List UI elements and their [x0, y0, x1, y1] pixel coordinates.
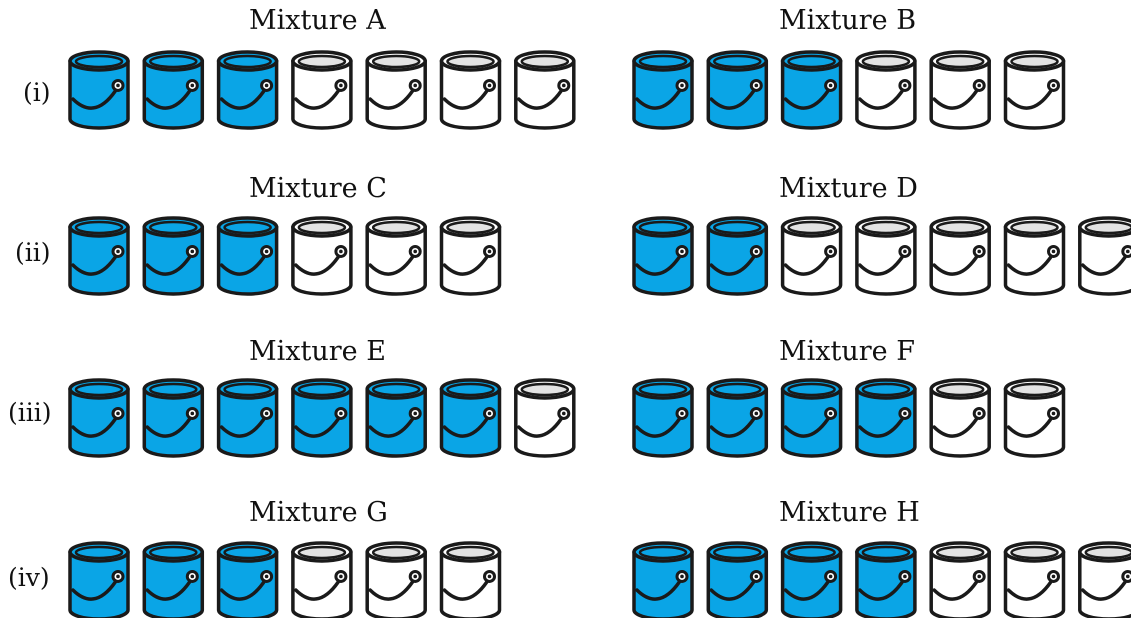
white-paint-bucket-icon [514, 50, 576, 130]
white-paint-bucket-icon [929, 50, 991, 130]
white-paint-bucket-icon [1078, 541, 1131, 618]
mixture-title-a: Mixture A [249, 5, 386, 36]
mixture-title-e: Mixture E [249, 336, 386, 367]
row-label-4: (iv) [8, 563, 50, 592]
mixture-title-g: Mixture G [249, 497, 388, 528]
white-paint-bucket-icon [1078, 216, 1131, 296]
white-paint-bucket-icon [439, 541, 502, 618]
blue-paint-bucket-icon [632, 216, 694, 296]
mixture-title-f: Mixture F [779, 336, 915, 367]
row-label-1: (i) [23, 78, 51, 107]
blue-paint-bucket-icon [780, 378, 843, 458]
blue-paint-bucket-icon [142, 541, 205, 618]
white-paint-bucket-icon [929, 378, 991, 458]
blue-paint-bucket-icon [68, 541, 130, 618]
mixture-title-b: Mixture B [779, 5, 917, 36]
blue-paint-bucket-icon [706, 50, 769, 130]
row-label-2: (ii) [15, 238, 51, 267]
white-paint-bucket-icon [1003, 541, 1066, 618]
white-paint-bucket-icon [365, 541, 427, 618]
blue-paint-bucket-icon [68, 378, 130, 458]
blue-paint-bucket-icon [706, 541, 769, 618]
blue-paint-bucket-icon [216, 50, 279, 130]
white-paint-bucket-icon [291, 50, 353, 130]
blue-paint-bucket-icon [780, 50, 843, 130]
blue-paint-bucket-icon [291, 378, 353, 458]
white-paint-bucket-icon [1003, 378, 1066, 458]
mixture-title-d: Mixture D [779, 173, 918, 204]
white-paint-bucket-icon [365, 216, 427, 296]
white-paint-bucket-icon [855, 50, 917, 130]
blue-paint-bucket-icon [216, 216, 279, 296]
white-paint-bucket-icon [365, 50, 427, 130]
white-paint-bucket-icon [1003, 50, 1066, 130]
blue-paint-bucket-icon [142, 50, 205, 130]
blue-paint-bucket-icon [706, 378, 769, 458]
mixture-title-c: Mixture C [249, 173, 387, 204]
blue-paint-bucket-icon [706, 216, 769, 296]
blue-paint-bucket-icon [68, 216, 130, 296]
blue-paint-bucket-icon [439, 378, 502, 458]
white-paint-bucket-icon [514, 378, 576, 458]
white-paint-bucket-icon [929, 216, 991, 296]
white-paint-bucket-icon [439, 216, 502, 296]
white-paint-bucket-icon [780, 216, 843, 296]
white-paint-bucket-icon [439, 50, 502, 130]
blue-paint-bucket-icon [216, 378, 279, 458]
blue-paint-bucket-icon [142, 378, 205, 458]
blue-paint-bucket-icon [365, 378, 427, 458]
white-paint-bucket-icon [855, 216, 917, 296]
mixture-title-h: Mixture H [779, 497, 920, 528]
blue-paint-bucket-icon [855, 378, 917, 458]
blue-paint-bucket-icon [216, 541, 279, 618]
blue-paint-bucket-icon [855, 541, 917, 618]
blue-paint-bucket-icon [68, 50, 130, 130]
blue-paint-bucket-icon [142, 216, 205, 296]
row-label-3: (iii) [8, 398, 52, 427]
blue-paint-bucket-icon [632, 378, 694, 458]
blue-paint-bucket-icon [780, 541, 843, 618]
white-paint-bucket-icon [1003, 216, 1066, 296]
white-paint-bucket-icon [291, 541, 353, 618]
white-paint-bucket-icon [291, 216, 353, 296]
white-paint-bucket-icon [929, 541, 991, 618]
blue-paint-bucket-icon [632, 50, 694, 130]
blue-paint-bucket-icon [632, 541, 694, 618]
